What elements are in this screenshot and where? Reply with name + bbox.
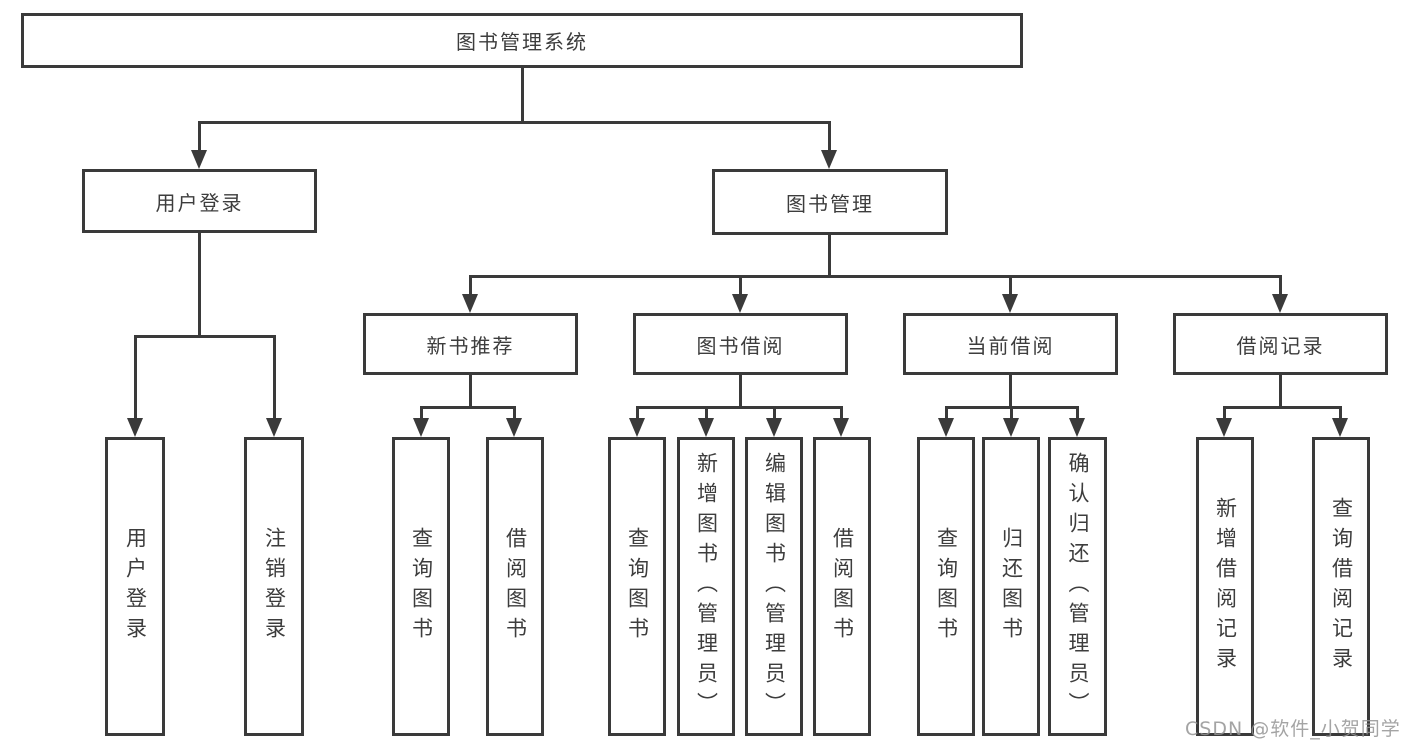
connector-mgmt-rail: [469, 275, 1282, 278]
csdn-watermark: CSDN @软件_小贺同学: [1185, 718, 1401, 740]
node-book-borrow: 图书借阅: [633, 313, 848, 375]
connector-login-rail: [134, 335, 275, 338]
node-root-label: 图书管理系统: [456, 30, 588, 54]
connector-mgmt-drop-4: [1279, 275, 1282, 294]
arrow-down-icon: [821, 150, 837, 169]
connector-record-stem: [1279, 375, 1282, 406]
arrow-down-icon: [938, 418, 954, 437]
node-new-book-recommend: 新书推荐: [363, 313, 578, 375]
connector-recommend-rail: [420, 406, 516, 409]
arrow-down-icon: [833, 418, 849, 437]
leaf-add-book-admin-label: 新增图书（管理员）: [694, 451, 719, 722]
connector-mgmt-drop-3: [1009, 275, 1012, 294]
leaf-current-query-book-label: 查询图书: [934, 526, 959, 647]
connector-current-drop-2: [1010, 406, 1013, 418]
leaf-edit-book-admin: 编辑图书（管理员）: [745, 437, 803, 736]
arrow-down-icon: [127, 418, 143, 437]
connector-recommend-stem: [469, 375, 472, 406]
leaf-confirm-return-admin: 确认归还（管理员）: [1048, 437, 1107, 736]
connector-root-drop-right: [828, 121, 831, 150]
connector-recommend-drop-2: [513, 406, 516, 418]
arrow-down-icon: [629, 418, 645, 437]
arrow-down-icon: [1003, 418, 1019, 437]
arrow-down-icon: [1216, 418, 1232, 437]
connector-record-drop-2: [1339, 406, 1342, 418]
leaf-recommend-borrow-book-label: 借阅图书: [503, 526, 528, 647]
arrow-down-icon: [1332, 418, 1348, 437]
connector-root-rail: [198, 121, 831, 124]
leaf-recommend-query-book-label: 查询图书: [409, 526, 434, 647]
connector-borrow-drop-4: [840, 406, 843, 418]
leaf-add-borrow-record-label: 新增借阅记录: [1213, 496, 1238, 677]
connector-mgmt-drop-1: [469, 275, 472, 294]
node-book-management: 图书管理: [712, 169, 948, 235]
leaf-edit-book-admin-label: 编辑图书（管理员）: [762, 451, 787, 722]
leaf-add-borrow-record: 新增借阅记录: [1196, 437, 1254, 736]
node-book-management-label: 图书管理: [786, 191, 874, 216]
connector-current-drop-1: [945, 406, 948, 418]
leaf-borrow-book-label: 借阅图书: [830, 526, 855, 647]
arrow-down-icon: [732, 294, 748, 313]
node-borrow-record: 借阅记录: [1173, 313, 1388, 375]
leaf-logout: 注销登录: [244, 437, 304, 736]
leaf-query-borrow-record: 查询借阅记录: [1312, 437, 1370, 736]
node-borrow-record-label: 借阅记录: [1236, 333, 1325, 358]
connector-borrow-stem: [739, 375, 742, 406]
connector-borrow-drop-3: [773, 406, 776, 418]
arrow-down-icon: [1002, 294, 1018, 313]
leaf-recommend-query-book: 查询图书: [392, 437, 450, 736]
node-root: 图书管理系统: [21, 13, 1023, 68]
arrow-down-icon: [766, 418, 782, 437]
node-new-book-recommend-label: 新书推荐: [426, 333, 515, 358]
leaf-logout-label: 注销登录: [262, 526, 287, 647]
leaf-add-book-admin: 新增图书（管理员）: [677, 437, 735, 736]
connector-borrow-drop-1: [636, 406, 639, 418]
connector-mgmt-stem: [828, 235, 831, 275]
leaf-recommend-borrow-book: 借阅图书: [486, 437, 544, 736]
connector-login-drop-2: [273, 335, 276, 418]
leaf-confirm-return-admin-label: 确认归还（管理员）: [1066, 451, 1090, 722]
arrow-down-icon: [506, 418, 522, 437]
connector-root-stem: [521, 68, 524, 121]
leaf-borrow-query-book: 查询图书: [608, 437, 666, 736]
node-book-borrow-label: 图书借阅: [696, 333, 785, 358]
connector-borrow-drop-2: [705, 406, 708, 418]
connector-borrow-rail: [636, 406, 843, 409]
connector-current-drop-3: [1076, 406, 1079, 418]
connector-root-drop-left: [198, 121, 201, 150]
arrow-down-icon: [1069, 418, 1085, 437]
leaf-return-book: 归还图书: [982, 437, 1040, 736]
connector-login-stem: [198, 233, 201, 335]
connector-record-drop-1: [1223, 406, 1226, 418]
connector-login-drop-1: [134, 335, 137, 418]
arrow-down-icon: [698, 418, 714, 437]
leaf-user-login: 用户登录: [105, 437, 165, 736]
leaf-borrow-book: 借阅图书: [813, 437, 871, 736]
leaf-user-login-label: 用户登录: [123, 526, 148, 647]
node-user-login-label: 用户登录: [155, 190, 244, 215]
connector-current-stem: [1009, 375, 1012, 406]
connector-record-rail: [1223, 406, 1342, 409]
connector-mgmt-drop-2: [739, 275, 742, 294]
arrow-down-icon: [191, 150, 207, 169]
node-current-borrow: 当前借阅: [903, 313, 1118, 375]
leaf-current-query-book: 查询图书: [917, 437, 975, 736]
leaf-query-borrow-record-label: 查询借阅记录: [1329, 496, 1354, 677]
arrow-down-icon: [1272, 294, 1288, 313]
leaf-borrow-query-book-label: 查询图书: [625, 526, 650, 647]
node-user-login: 用户登录: [82, 169, 317, 233]
arrow-down-icon: [266, 418, 282, 437]
arrow-down-icon: [462, 294, 478, 313]
connector-recommend-drop-1: [420, 406, 423, 418]
arrow-down-icon: [413, 418, 429, 437]
leaf-return-book-label: 归还图书: [999, 526, 1024, 647]
node-current-borrow-label: 当前借阅: [966, 333, 1055, 358]
